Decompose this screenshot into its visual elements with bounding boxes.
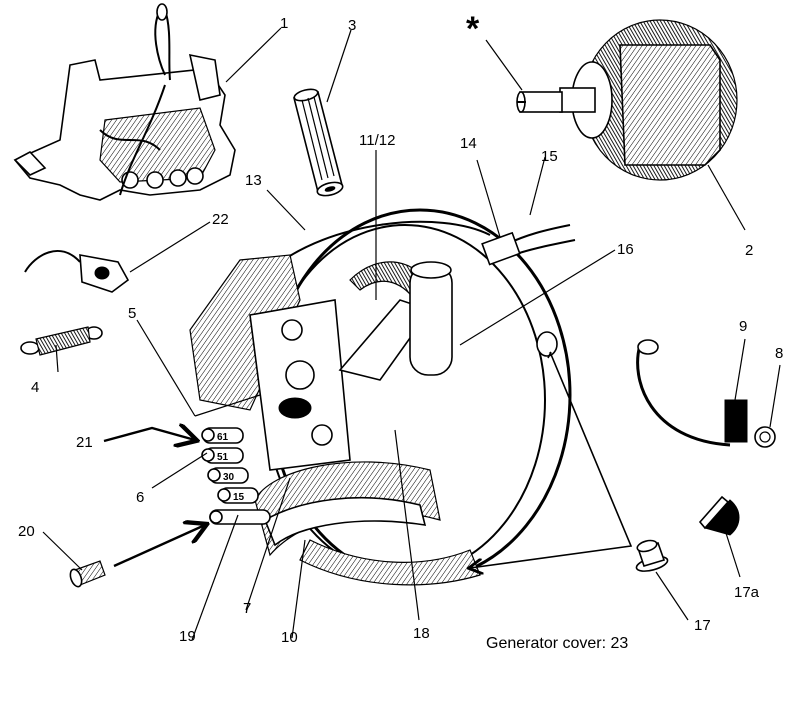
callout-18: 18 — [413, 625, 430, 642]
armature — [516, 19, 738, 181]
callout-20: 20 — [18, 523, 35, 540]
callout-7: 7 — [243, 600, 251, 617]
callout-labels: * 1 3 2 11/12 13 14 15 16 22 5 4 21 6 20… — [18, 10, 783, 652]
callout-14: 14 — [460, 135, 477, 152]
woodruff-key — [698, 495, 740, 536]
callout-9: 9 — [739, 318, 747, 335]
callout-8: 8 — [775, 345, 783, 362]
leader-lines — [42, 27, 781, 641]
callout-17a: 17a — [734, 584, 760, 601]
terminal-30: 30 — [207, 467, 249, 484]
callout-star: * — [466, 10, 480, 48]
clip — [24, 250, 130, 293]
terminal-61: 61 — [201, 427, 244, 444]
bush — [635, 539, 669, 572]
callout-5: 5 — [128, 305, 136, 322]
callout-21: 21 — [76, 434, 93, 451]
callout-2: 2 — [745, 242, 753, 259]
callout-13: 13 — [245, 172, 262, 189]
callout-22: 22 — [212, 211, 229, 228]
callout-17: 17 — [694, 617, 711, 634]
generator-housing — [189, 208, 576, 586]
screw — [69, 560, 106, 588]
callout-15: 15 — [541, 148, 558, 165]
terminal-51: 51 — [201, 447, 244, 464]
generator-cover-caption: Generator cover: 23 — [486, 635, 628, 652]
callout-4: 4 — [31, 379, 39, 396]
callout-10: 10 — [281, 629, 298, 646]
callout-6: 6 — [136, 489, 144, 506]
spring — [20, 326, 103, 356]
arrows — [103, 351, 633, 568]
terminal-label: 30 — [223, 472, 235, 483]
carbon-brush — [636, 339, 776, 448]
brush-tube — [293, 88, 344, 197]
terminal-block: 61 51 30 15 — [201, 427, 271, 525]
terminal-15: 15 — [217, 487, 259, 504]
terminal-label: 61 — [217, 432, 229, 443]
terminal-label: 51 — [217, 452, 229, 463]
regulator-assembly — [13, 3, 236, 201]
callout-3: 3 — [348, 17, 356, 34]
terminal-label: 15 — [233, 492, 245, 503]
callout-11-12: 11/12 — [359, 132, 395, 149]
callout-19: 19 — [179, 628, 196, 645]
callout-16: 16 — [617, 241, 634, 258]
callout-1: 1 — [280, 15, 288, 32]
